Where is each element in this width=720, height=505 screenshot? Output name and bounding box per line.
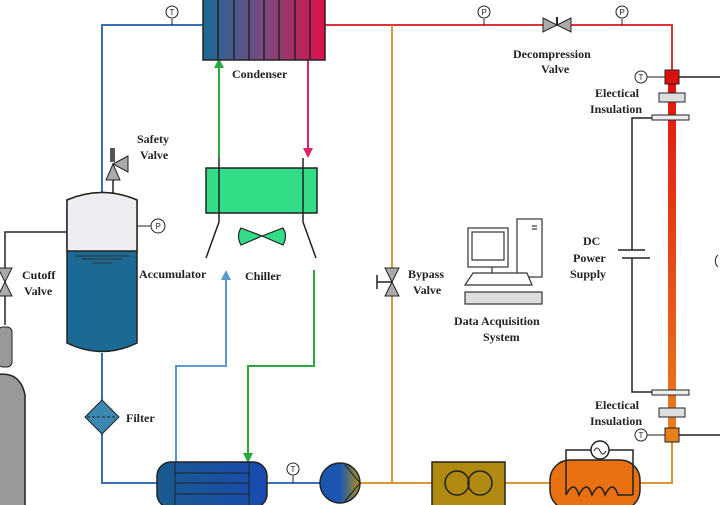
svg-text:T: T: [639, 73, 644, 82]
pressure-gauge: P: [477, 5, 491, 25]
insulation-label: Insulation: [590, 414, 642, 428]
safety-valve: [105, 148, 129, 193]
filter-label: Filter: [126, 411, 155, 425]
dc-power-label: Supply: [570, 267, 606, 281]
bypass-valve-label: Valve: [413, 283, 442, 297]
chiller: [205, 158, 318, 259]
bypass-valve[interactable]: [376, 267, 400, 297]
preheater: [549, 440, 641, 505]
svg-text:P: P: [482, 8, 487, 17]
temperature-gauge: T: [634, 70, 665, 84]
decompression-valve-label: Valve: [541, 62, 570, 76]
dc-power-supply: [618, 117, 652, 393]
gas-cylinder: [0, 326, 26, 505]
dc-power-label: DC: [583, 234, 600, 248]
computer-icon: [463, 218, 543, 305]
temperature-gauge: T: [634, 428, 665, 442]
temperature-gauge: T: [165, 5, 179, 25]
flowmeter: [431, 461, 506, 505]
cutoff-valve[interactable]: [0, 267, 13, 297]
accumulator-label: Accumulator: [139, 267, 207, 281]
insulation-flange: [658, 407, 686, 418]
insulation-flange: [658, 92, 686, 103]
cutoff-valve-label: Valve: [24, 284, 53, 298]
insulation-label: Electical: [595, 86, 640, 100]
svg-text:T: T: [639, 431, 644, 440]
bypass-pipe: [360, 25, 673, 484]
dc-power-label: Power: [573, 251, 606, 265]
coolant-pipes: [175, 58, 315, 463]
condenser: [202, 0, 326, 61]
condenser-label: Condenser: [232, 67, 288, 81]
accumulator: [66, 191, 138, 353]
bypass-valve-label: Bypass: [408, 267, 444, 281]
ac-source-icon: [593, 447, 607, 455]
data-acquisition-label: System: [483, 330, 520, 344]
heat-exchanger: [156, 461, 268, 505]
temperature-gauge: T: [286, 462, 300, 483]
electrode: [651, 389, 690, 396]
hot-pipe: [325, 24, 673, 70]
insulation-label: Insulation: [590, 102, 642, 116]
pressure-gauge: P: [615, 5, 629, 25]
decompression-valve-label: Decompression: [513, 47, 591, 61]
svg-text:P: P: [620, 8, 625, 17]
svg-text:T: T: [170, 8, 175, 17]
chiller-label: Chiller: [245, 269, 282, 283]
test-section-tube: [651, 69, 720, 443]
insulation-label: Electical: [595, 398, 640, 412]
cutoff-valve-label: Cutoff: [22, 268, 56, 282]
pressure-gauge: P: [137, 218, 166, 234]
safety-valve-label: Safety: [137, 132, 169, 146]
svg-text:P: P: [156, 222, 161, 231]
safety-valve-label: Valve: [140, 148, 169, 162]
pump[interactable]: [319, 462, 361, 504]
electrode: [651, 114, 690, 121]
decompression-valve[interactable]: [542, 17, 572, 33]
fan-icon: [237, 227, 287, 246]
svg-text:T: T: [291, 465, 296, 474]
data-acquisition-label: Data Acquisition: [454, 314, 540, 328]
filter: [84, 399, 120, 435]
